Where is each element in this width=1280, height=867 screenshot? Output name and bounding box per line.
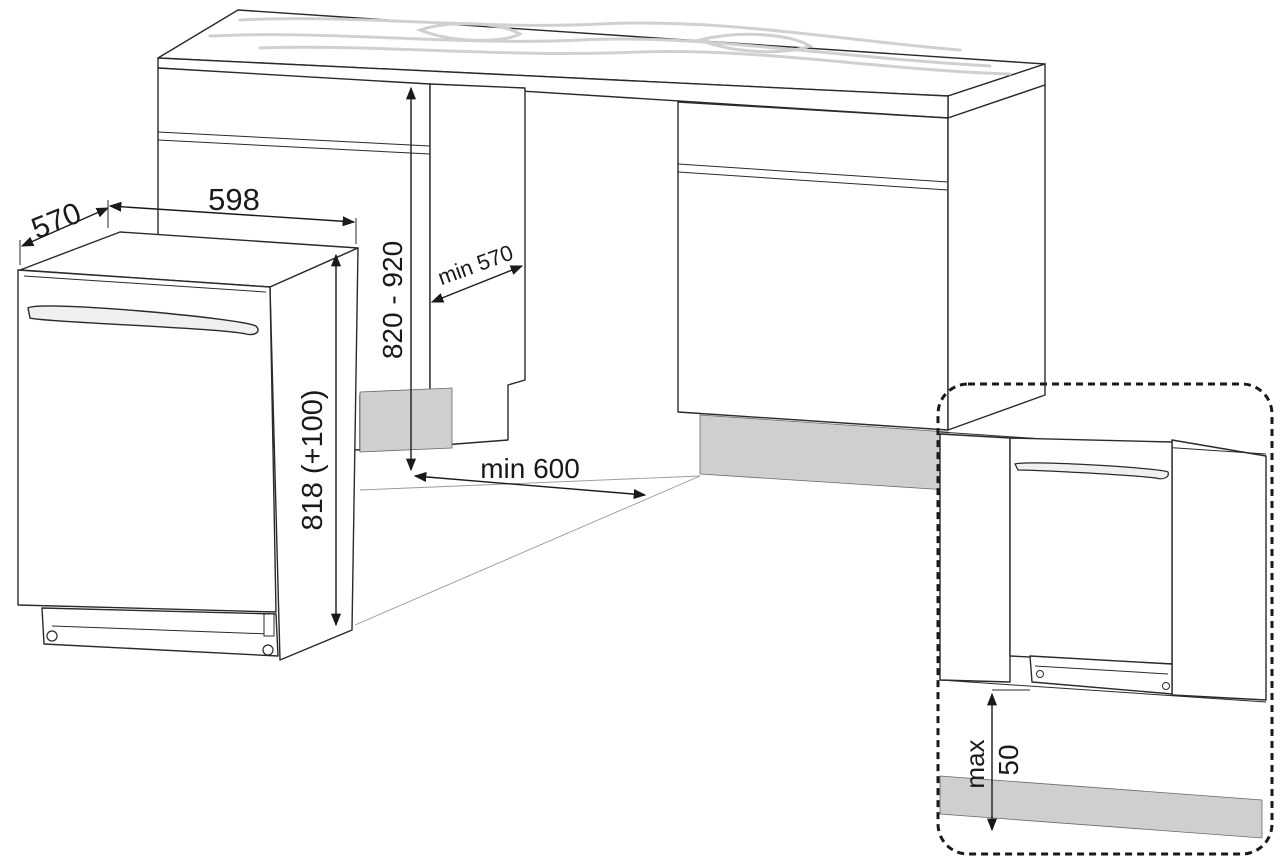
min-width-label: min 600 [480, 453, 580, 484]
foot-left [46, 630, 58, 642]
foot-right [262, 644, 274, 656]
floor-lines [354, 475, 701, 626]
width-label: 598 [208, 182, 260, 217]
depth-label: 570 [27, 197, 86, 246]
door-handle [27, 305, 259, 336]
detail-value-label: 50 [993, 744, 1024, 775]
right-cabinet [677, 84, 1046, 491]
dimension-lines [19, 86, 647, 627]
detail-max-label: max [960, 739, 990, 788]
height-label: 818 (+100) [297, 389, 329, 530]
inset-frame [936, 382, 1274, 856]
inset-door-handle [1014, 462, 1169, 480]
cabinet-height-label: 820 - 920 [377, 241, 408, 359]
detail-inset [936, 382, 1274, 856]
